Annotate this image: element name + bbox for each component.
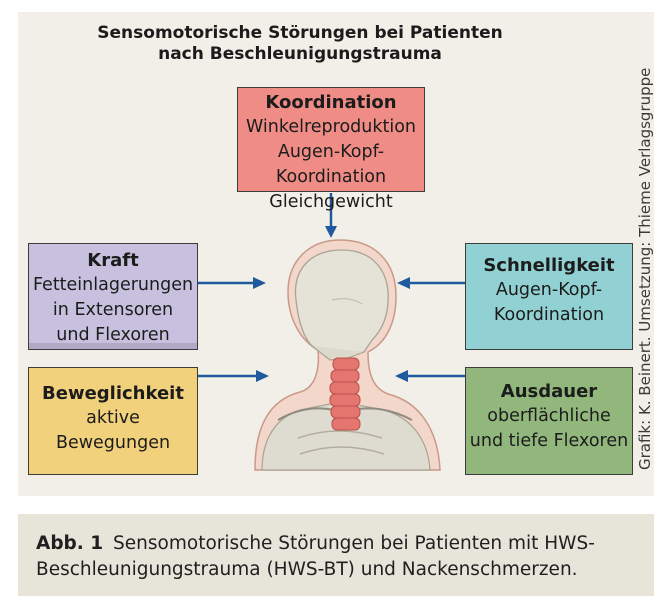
caption-text: Sensomotorische Störungen bei Patienten … <box>36 533 595 580</box>
box-beweglichkeit-body: aktive Bewegungen <box>29 406 197 456</box>
box-ausdauer-body: oberflächliche und tiefe Flexoren <box>466 404 632 454</box>
box-kraft-shade <box>29 343 197 349</box>
box-schnelligkeit-heading: Schnelligkeit <box>466 254 632 278</box>
box-schnelligkeit: Schnelligkeit Augen-Kopf- Koordination <box>465 243 633 350</box>
box-kraft-heading: Kraft <box>29 249 197 273</box>
box-ausdauer: Ausdauer oberflächliche und tiefe Flexor… <box>465 367 633 475</box>
box-koordination: Koordination Winkelreproduktion Augen-Ko… <box>237 87 425 192</box>
box-beweglichkeit: Beweglichkeit aktive Bewegungen <box>28 367 198 475</box>
caption-label: Abb. 1 <box>36 533 103 554</box>
box-ausdauer-heading: Ausdauer <box>466 380 632 404</box>
box-kraft-body: Fetteinlagerungen in Extensoren und Flex… <box>29 273 197 348</box>
box-beweglichkeit-heading: Beweglichkeit <box>29 382 197 406</box>
box-schnelligkeit-body: Augen-Kopf- Koordination <box>466 278 632 328</box>
caption-text-block: Abb. 1 Sensomotorische Störungen bei Pat… <box>36 531 636 583</box>
image-credit: Grafik: K. Beinert. Umsetzung: Thieme Ve… <box>636 20 654 470</box>
box-koordination-body: Winkelreproduktion Augen-Kopf-Koordinati… <box>238 115 424 215</box>
caption-panel: Abb. 1 Sensomotorische Störungen bei Pat… <box>18 514 654 596</box>
box-kraft: Kraft Fetteinlagerungen in Extensoren un… <box>28 243 198 350</box>
box-koordination-heading: Koordination <box>238 91 424 115</box>
